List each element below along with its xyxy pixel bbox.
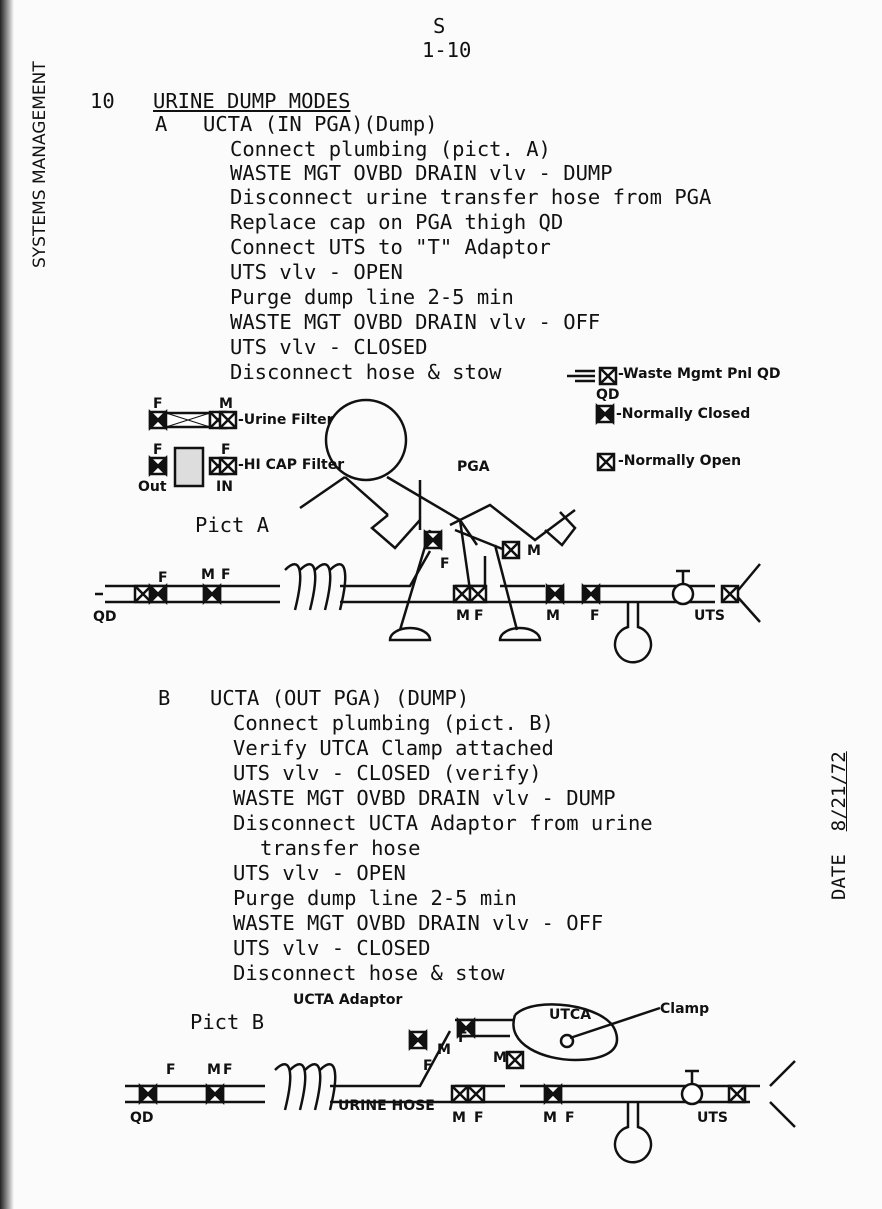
legend-f: F	[153, 396, 163, 412]
clamp-label: Clamp	[660, 1001, 710, 1017]
legend-urine-filter: -Urine Filter	[238, 412, 334, 428]
pict-b-m: M	[207, 1062, 221, 1078]
urine-hose-label: URINE HOSE	[338, 1098, 435, 1114]
pga-label: PGA	[457, 459, 490, 475]
section-b-title: UCTA (OUT PGA) (DUMP)	[210, 686, 470, 710]
step-a-9: UTS vlv - CLOSED	[230, 335, 428, 359]
pict-b-f3: F	[458, 1030, 468, 1046]
ucta-adaptor-label: UCTA Adaptor	[293, 992, 403, 1008]
pict-a-m4: M	[546, 608, 560, 624]
pict-b-f6: F	[565, 1110, 575, 1126]
pict-b-qd: QD	[130, 1110, 154, 1126]
pict-b-m4: M	[452, 1110, 466, 1126]
pict-b-uts: UTS	[697, 1110, 729, 1126]
page-binding-edge	[0, 0, 14, 1209]
step-b-6: UTS vlv - OPEN	[233, 861, 406, 885]
step-b-5-cont: transfer hose	[260, 836, 421, 860]
procedure-title: URINE DUMP MODES	[153, 89, 351, 113]
pict-a-f: F	[158, 570, 168, 586]
legend-normally-closed-symbol	[595, 404, 615, 424]
legend-qd: QD	[596, 387, 620, 403]
step-a-7: Purge dump line 2-5 min	[230, 285, 514, 309]
legend-hicap-filter: -HI CAP Filter	[238, 457, 345, 473]
pict-a-title: Pict A	[195, 513, 270, 537]
legend-out: Out	[138, 479, 167, 495]
section-a-title: UCTA (IN PGA)(Dump)	[203, 112, 438, 136]
pict-b-f4: F	[423, 1058, 433, 1074]
pict-b-m5: M	[543, 1110, 557, 1126]
legend-urine-filter-symbol	[148, 410, 238, 430]
pict-a-m3: M	[456, 608, 470, 624]
step-a-5: Connect UTS to "T" Adaptor	[230, 235, 551, 259]
page-number: 1-10	[422, 38, 472, 62]
utca-label: UTCA	[549, 1007, 592, 1023]
legend-m: M	[219, 396, 233, 412]
pict-a-f3: F	[440, 556, 450, 572]
section-b-letter: B	[158, 686, 171, 710]
legend-qd-symbol	[567, 366, 618, 386]
step-a-2: WASTE MGT OVBD DRAIN vlv - DUMP	[230, 161, 613, 185]
pict-b-plumbing	[125, 1003, 796, 1164]
step-a-6: UTS vlv - OPEN	[230, 260, 403, 284]
pict-a-uts: UTS	[694, 608, 726, 624]
legend-normally-open-symbol	[596, 452, 616, 472]
step-b-1: Connect plumbing (pict. B)	[233, 711, 554, 735]
pict-a-m: M	[201, 567, 215, 583]
step-b-4: WASTE MGT OVBD DRAIN vlv - DUMP	[233, 786, 616, 810]
step-b-8: WASTE MGT OVBD DRAIN vlv - OFF	[233, 911, 604, 935]
step-a-4: Replace cap on PGA thigh QD	[230, 210, 564, 234]
step-b-10: Disconnect hose & stow	[233, 961, 505, 985]
step-b-2: Verify UTCA Clamp attached	[233, 736, 554, 760]
step-b-9: UTS vlv - CLOSED	[233, 936, 431, 960]
pict-b-f5: F	[474, 1110, 484, 1126]
pict-a-f2: F	[221, 567, 231, 583]
step-a-10: Disconnect hose & stow	[230, 360, 502, 384]
pict-b-title: Pict B	[190, 1010, 265, 1034]
legend-waste-qd: -Waste Mgmt Pnl QD	[618, 366, 781, 382]
step-b-7: Purge dump line 2-5 min	[233, 886, 517, 910]
pga-suit	[299, 398, 577, 642]
pict-b-f: F	[166, 1062, 176, 1078]
step-a-1: Connect plumbing (pict. A)	[230, 137, 551, 161]
pict-b-m3: M	[493, 1050, 507, 1066]
step-b-5: Disconnect UCTA Adaptor from urine	[233, 811, 653, 835]
step-b-3: UTS vlv - CLOSED (verify)	[233, 761, 542, 785]
pict-a-plumbing	[95, 530, 761, 664]
pict-b-m2: M	[437, 1042, 451, 1058]
legend-hicap-filter-symbol	[148, 446, 238, 488]
legend-f-2: F	[153, 442, 163, 458]
pict-a-f5: F	[590, 608, 600, 624]
legend-f-3: F	[221, 442, 231, 458]
pict-a-qd: QD	[93, 609, 117, 625]
pict-a-f4: F	[474, 608, 484, 624]
procedure-number: 10	[90, 89, 115, 113]
legend-normally-open: -Normally Open	[618, 453, 742, 469]
pict-a-m2: M	[527, 543, 541, 559]
pict-b-f2: F	[223, 1062, 233, 1078]
step-a-8: WASTE MGT OVBD DRAIN vlv - OFF	[230, 310, 601, 334]
step-a-3: Disconnect urine transfer hose from PGA	[230, 185, 712, 209]
legend-normally-closed: -Normally Closed	[616, 406, 751, 422]
legend-in: IN	[216, 479, 233, 495]
section-a-letter: A	[155, 112, 168, 136]
section-letter: S	[433, 14, 446, 38]
